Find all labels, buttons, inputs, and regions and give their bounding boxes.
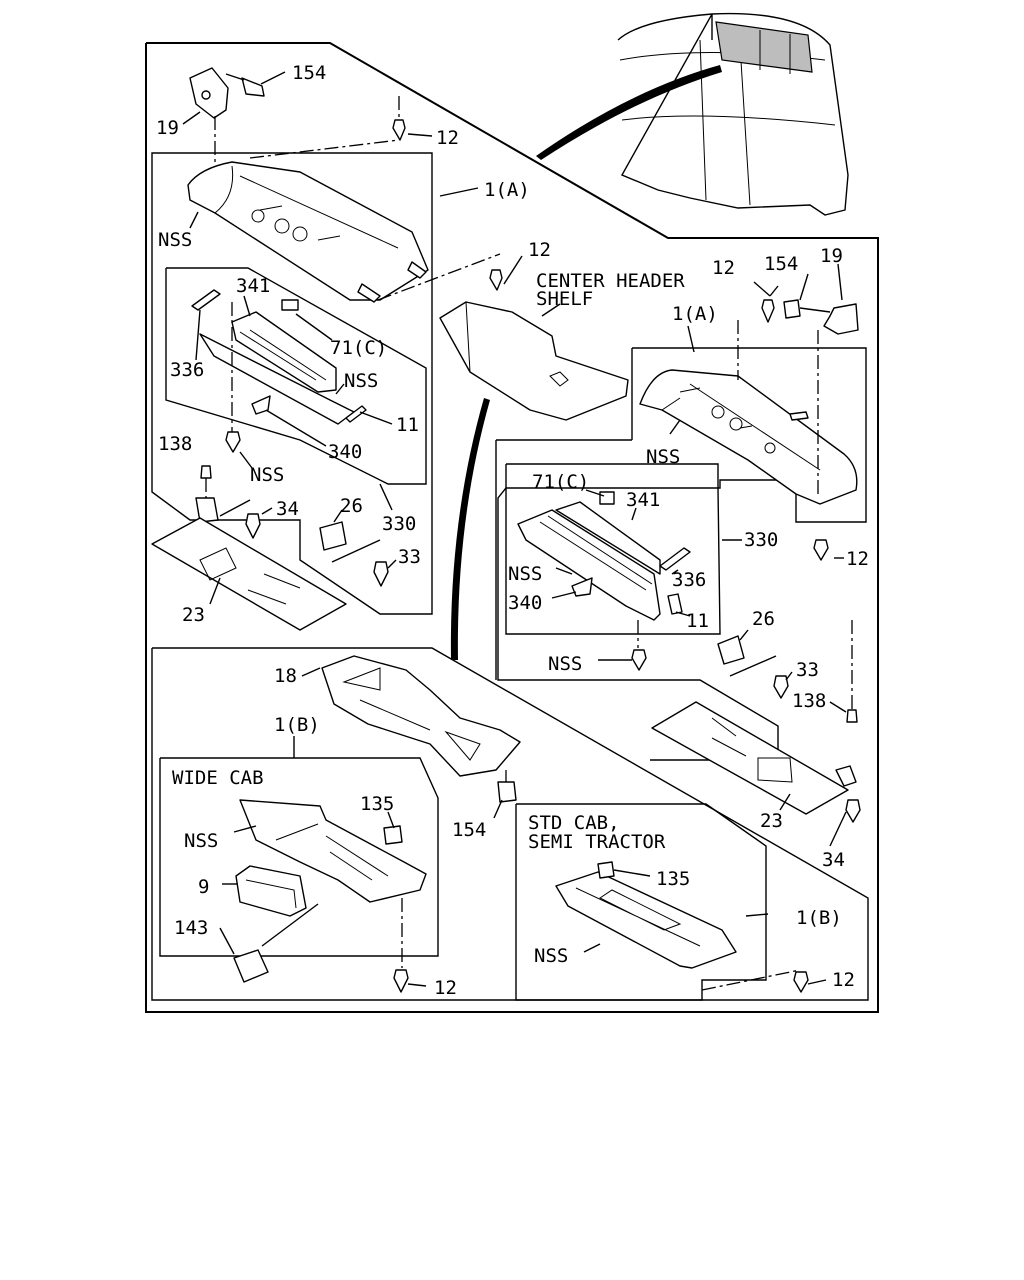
label-wide-cab: WIDE CAB xyxy=(172,767,264,789)
label-1a-left: 1(A) xyxy=(484,179,530,201)
label-12-mid: 12 xyxy=(528,239,551,261)
label-154-top: 154 xyxy=(292,62,326,84)
label-12-right-top: 12 xyxy=(712,257,735,279)
label-std-cab-1: STD CAB, xyxy=(528,812,620,834)
label-154-bot: 154 xyxy=(452,819,486,841)
label-12-bot-left: 12 xyxy=(434,977,457,999)
label-18: 18 xyxy=(274,665,297,687)
label-center-header-2: SHELF xyxy=(536,288,593,310)
left-upper-group xyxy=(151,67,501,631)
label-23-right: 23 xyxy=(760,810,783,832)
lower-right-group xyxy=(515,803,827,1001)
label-34-right: 34 xyxy=(822,849,845,871)
label-336-right: 336 xyxy=(672,569,706,591)
label-330-left: 330 xyxy=(382,513,416,535)
label-nss-wide: NSS xyxy=(184,830,218,852)
center-header-shelf xyxy=(439,255,629,421)
label-34-left: 34 xyxy=(276,498,299,520)
divider-curve xyxy=(450,398,490,660)
label-nss-right-bot: NSS xyxy=(548,653,582,675)
label-nss-std: NSS xyxy=(534,945,568,967)
label-33-right: 33 xyxy=(796,659,819,681)
label-12-top: 12 xyxy=(436,127,459,149)
label-nss-left-bot: NSS xyxy=(250,464,284,486)
label-341-right: 341 xyxy=(626,489,660,511)
label-1b-right: 1(B) xyxy=(796,907,842,929)
label-12-bot-right: 12 xyxy=(832,969,855,991)
label-1b-left: 1(B) xyxy=(274,714,320,736)
label-nss-left-mid: NSS xyxy=(344,370,378,392)
label-12-right-mid: 12 xyxy=(846,548,869,570)
label-138-left: 138 xyxy=(158,433,192,455)
lower-left-group xyxy=(151,647,869,1001)
label-19-top: 19 xyxy=(156,117,179,139)
label-center-header-1: CENTER HEADER xyxy=(536,270,685,292)
label-std-cab-2: SEMI TRACTOR xyxy=(528,831,666,853)
label-340-left: 340 xyxy=(328,441,362,463)
right-upper-group xyxy=(495,263,867,847)
label-1a-right: 1(A) xyxy=(672,303,718,325)
label-33-left: 33 xyxy=(398,546,421,568)
label-26-right: 26 xyxy=(752,608,775,630)
label-nss-right-top: NSS xyxy=(646,446,680,468)
cab-illustration xyxy=(536,12,849,216)
label-9: 9 xyxy=(198,876,209,898)
label-336-left: 336 xyxy=(170,359,204,381)
label-71c-left: 71(C) xyxy=(330,337,387,359)
label-23-left: 23 xyxy=(182,604,205,626)
label-135-left: 135 xyxy=(360,793,394,815)
label-71c-right: 71(C) xyxy=(532,471,589,493)
label-143: 143 xyxy=(174,917,208,939)
label-330-right: 330 xyxy=(744,529,778,551)
label-26-left: 26 xyxy=(340,495,363,517)
label-11-left: 11 xyxy=(396,414,419,436)
label-19-right: 19 xyxy=(820,245,843,267)
label-nss-right-mid: NSS xyxy=(508,563,542,585)
main-frame xyxy=(145,42,879,1013)
label-154-right: 154 xyxy=(764,253,798,275)
label-135-right: 135 xyxy=(656,868,690,890)
label-11-right: 11 xyxy=(686,610,709,632)
label-341-left: 341 xyxy=(236,275,270,297)
label-340-right: 340 xyxy=(508,592,542,614)
label-nss-left-top: NSS xyxy=(158,229,192,251)
label-138-right: 138 xyxy=(792,690,826,712)
